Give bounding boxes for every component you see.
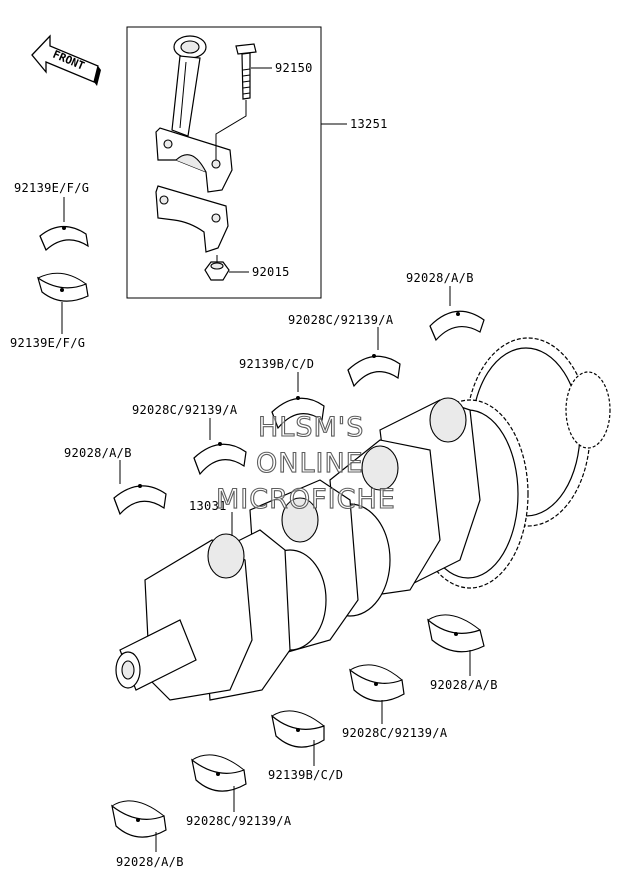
conrod-assembly-box	[126, 26, 322, 299]
part-number-92028c-1: 92028C/92139/A	[288, 313, 394, 327]
conrod-bolt	[235, 43, 257, 100]
watermark-line-2: ONLINE	[256, 448, 364, 479]
conrod-nut	[204, 255, 230, 281]
front-arrow-icon: FRONT	[31, 34, 101, 86]
part-number-92139efg-top: 92139E/F/G	[14, 181, 89, 195]
bearing-shell-92028ab-4	[111, 800, 167, 838]
part-number-92028c-3: 92028C/92139/A	[342, 726, 448, 740]
leader-bolt-to-rod	[215, 100, 247, 160]
bearing-shell-92028c-2	[193, 442, 247, 476]
bearing-shell-92028c-1	[347, 354, 401, 388]
part-number-92028ab-1: 92028/A/B	[406, 271, 474, 285]
watermark-line-3: MICROFICHE	[216, 484, 396, 515]
part-number-92028ab-3: 92028/A/B	[430, 678, 498, 692]
watermark-line-1: HLSM'S	[258, 412, 364, 443]
part-number-92028ab-4: 92028/A/B	[116, 855, 184, 869]
bearing-shell-92139efg-lower	[36, 272, 89, 302]
part-number-13031: 13031	[189, 499, 227, 513]
part-number-92139efg-bottom: 92139E/F/G	[10, 336, 85, 350]
part-number-92139bcd-1: 92139B/C/D	[239, 357, 314, 371]
bearing-shell-92139bcd-2	[271, 710, 325, 748]
bearing-shell-92028ab-2	[113, 484, 167, 516]
part-number-92150: 92150	[275, 61, 313, 75]
bearing-shell-92028c-3	[349, 664, 405, 702]
part-number-92028c-2: 92028C/92139/A	[132, 403, 238, 417]
connecting-rod-cap	[155, 185, 229, 253]
part-number-92015: 92015	[252, 265, 290, 279]
bearing-shell-92139bcd-1	[271, 396, 325, 430]
bearing-shell-92028ab-3	[427, 614, 485, 653]
part-number-92028c-4: 92028C/92139/A	[186, 814, 292, 828]
bearing-shell-92028c-4	[191, 754, 247, 792]
connecting-rod	[155, 35, 233, 193]
bearing-shell-92139efg-upper	[39, 225, 89, 252]
part-number-92028ab-2: 92028/A/B	[64, 446, 132, 460]
part-number-92139bcd-2: 92139B/C/D	[268, 768, 343, 782]
part-number-13251: 13251	[350, 117, 388, 131]
crankshaft	[115, 337, 611, 701]
bearing-shell-92028ab-1	[429, 310, 485, 342]
